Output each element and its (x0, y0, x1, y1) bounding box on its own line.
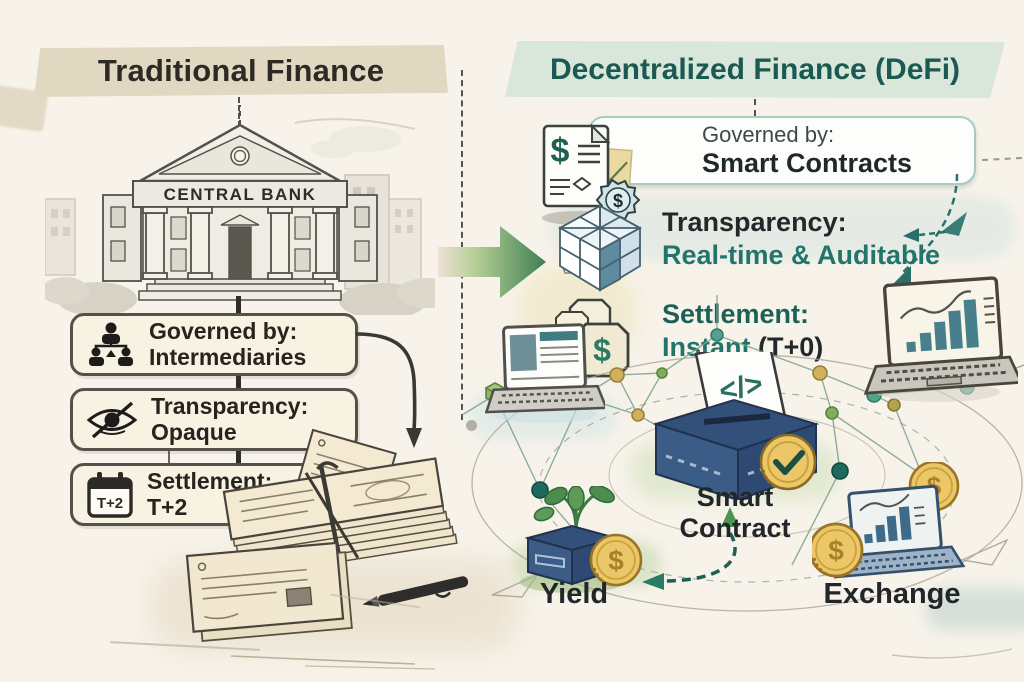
govbox-right-dashes (981, 156, 1023, 162)
defi-governed-value: Smart Contracts (702, 148, 913, 178)
exchange-illustration: $ $ (812, 462, 966, 579)
tradfi-transparency-title: Transparency: (151, 392, 309, 419)
transparency-cube-icon (558, 204, 642, 292)
bank-building (102, 105, 378, 301)
yield-illustration: $ (520, 486, 643, 593)
box2-to-box3-connector (236, 450, 241, 464)
intermediaries-icon (89, 322, 133, 366)
transition-arrow (438, 226, 546, 298)
exchange-label: Exchange (823, 578, 961, 610)
yield-coin-dollar: $ (608, 545, 624, 576)
tradfi-governed-value: Intermediaries (149, 343, 307, 370)
bank-bushes (45, 277, 435, 315)
tradfi-transparency-value: Opaque (151, 418, 237, 445)
central-bank-label: CENTRAL BANK (164, 185, 317, 204)
exchange-coin-bottom: $ (812, 522, 864, 578)
defi-transparency-value: Real-time & Auditable (662, 239, 941, 270)
opaque-eye-icon (86, 401, 138, 438)
divider-end-dot (466, 420, 477, 431)
token-dollar-glyph: $ (593, 332, 611, 368)
traditional-finance-title: Traditional Finance (97, 53, 385, 88)
tradfi-settlement-value: T+2 (147, 493, 188, 520)
defi-banner: Decentralized Finance (DeFi) (505, 41, 1005, 98)
traditional-finance-banner: Traditional Finance (34, 45, 448, 97)
exchange-laptop (833, 484, 966, 579)
yield-flow-arrow (642, 507, 739, 590)
defi-governed-box: Governed by: Smart Contracts (588, 116, 976, 185)
t2-calendar-badge: T+2 (97, 495, 123, 512)
defi-settlement-title: Settlement: (662, 299, 810, 329)
panel-divider (461, 70, 463, 420)
pen-illustration (362, 576, 469, 607)
banner-to-govbox-connector (754, 99, 756, 116)
smart-contract-label: Smart Contract (679, 482, 791, 543)
bank-columns (142, 206, 338, 280)
defi-laptop-right (863, 276, 1018, 402)
defi-governed-title: Governed by: (702, 122, 835, 147)
yield-label: Yield (539, 578, 609, 610)
bank-to-box1-connector (236, 296, 241, 314)
defi-transparency-text: Transparency: Real-time & Auditable (662, 206, 940, 272)
paper-documents-illustration (185, 428, 469, 670)
yield-coin: $ (589, 533, 643, 587)
defi-transparency-title: Transparency: (662, 207, 847, 237)
defi-laptop-left (485, 323, 605, 423)
check-coin (759, 433, 817, 491)
tradfi-governed-box: Governed by: Intermediaries (70, 313, 358, 376)
t2-calendar-icon: T+2 (87, 471, 133, 518)
smart-contract-machine: </> (652, 352, 820, 500)
central-bank-illustration: CENTRAL BANK (45, 105, 435, 315)
defi-title: Decentralized Finance (DeFi) (549, 52, 961, 86)
doc-dollar-glyph: $ (551, 132, 570, 170)
seal-dollar-glyph: $ (613, 191, 623, 211)
tradfi-governed-title: Governed by: (149, 317, 298, 344)
box-to-documents-arrow (355, 332, 422, 448)
yield-plant (533, 486, 615, 533)
exchange-coin-bottom-dollar: $ (828, 535, 844, 566)
box1-to-box2-connector (236, 375, 241, 389)
loose-document (185, 541, 353, 642)
box2-box3-side-connector (168, 450, 170, 464)
